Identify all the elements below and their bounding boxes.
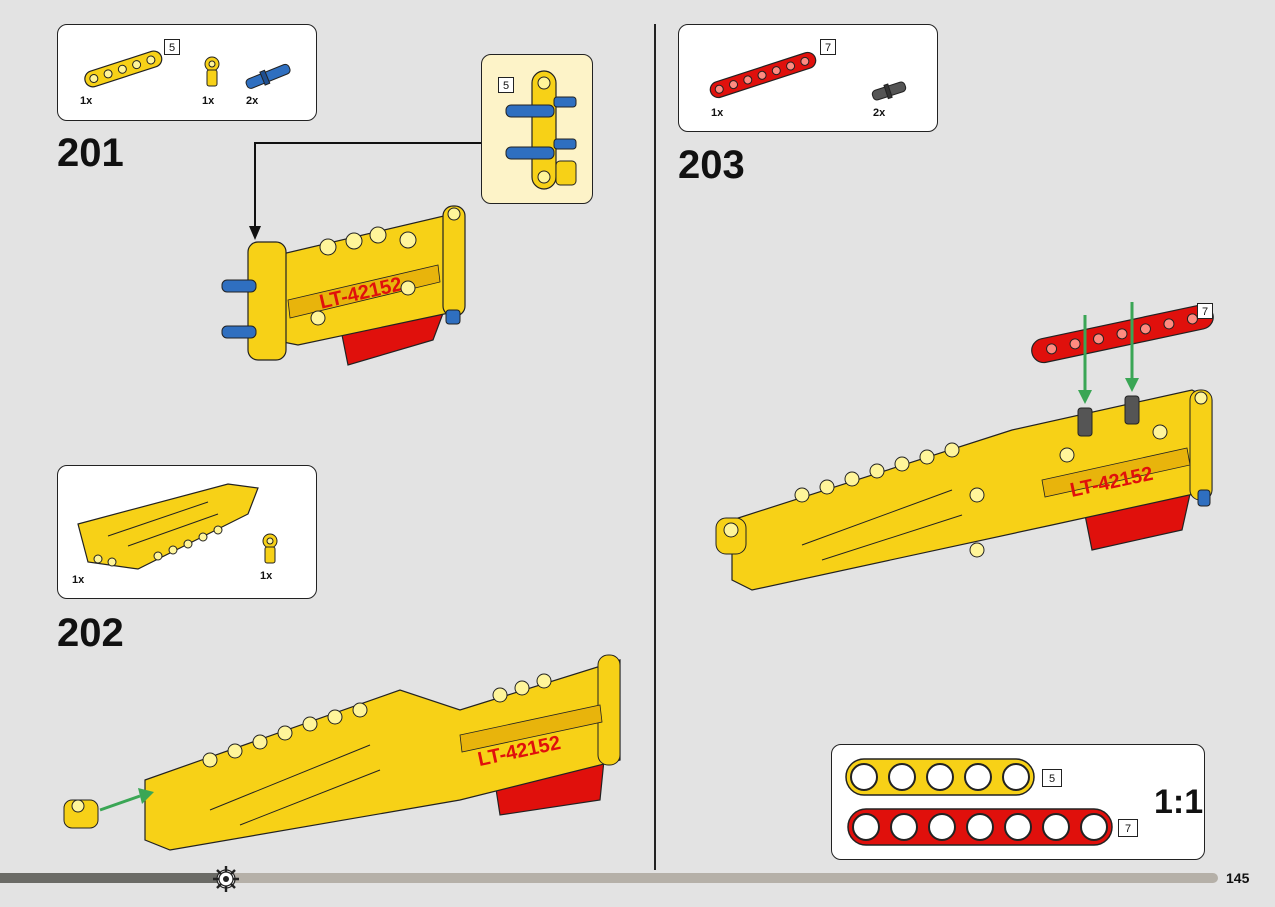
- part-quantity: 1x: [202, 95, 215, 107]
- parts-list-202: 1x 1x: [57, 465, 317, 599]
- part-quantity: 1x: [72, 574, 85, 586]
- yellow-connector-icon: [204, 56, 220, 87]
- step-number: 203: [678, 143, 745, 187]
- part-quantity: 2x: [246, 95, 259, 107]
- red-beam-7-scale: [847, 808, 1113, 846]
- gray-pin-icon: [871, 81, 907, 101]
- model-assembly-201: LT-42152: [221, 205, 466, 366]
- red-beam-7-icon: [709, 51, 817, 99]
- length-indicator: 7: [1197, 303, 1213, 319]
- length-indicator: 5: [164, 39, 180, 55]
- page-number: 145: [1226, 870, 1250, 886]
- yellow-beam-5-icon: [84, 50, 163, 88]
- length-indicator: 7: [1118, 819, 1138, 837]
- sub-assembly-icon: [505, 70, 577, 190]
- length-indicator: 5: [498, 77, 514, 93]
- model-assembly-203: LT-42152: [715, 302, 1214, 591]
- length-indicator: 5: [1042, 769, 1062, 787]
- yellow-connector-icon: [262, 533, 278, 564]
- part-quantity: 1x: [80, 95, 93, 107]
- yellow-panel-icon: [77, 483, 259, 570]
- column-divider: [654, 24, 656, 870]
- parts-list-201: 5 1x 1x 2x: [57, 24, 317, 121]
- parts-list-203: 7 1x 2x: [678, 24, 938, 132]
- length-indicator: 7: [820, 39, 836, 55]
- part-quantity: 2x: [873, 107, 886, 119]
- gear-icon: [213, 866, 239, 892]
- yellow-beam-5-scale: [845, 758, 1035, 796]
- step-number: 201: [57, 131, 124, 175]
- blue-axle-pin-icon: [245, 63, 291, 89]
- model-assembly-202: LT-42152: [63, 654, 621, 851]
- page-progress-bar: [0, 873, 1218, 883]
- part-quantity: 1x: [260, 570, 273, 582]
- sub-assembly-callout: 5: [481, 54, 593, 204]
- scale-reference-box: 5 7 1:1: [831, 744, 1205, 860]
- part-quantity: 1x: [711, 107, 724, 119]
- scale-ratio: 1:1: [1154, 783, 1204, 821]
- step-number: 202: [57, 611, 124, 655]
